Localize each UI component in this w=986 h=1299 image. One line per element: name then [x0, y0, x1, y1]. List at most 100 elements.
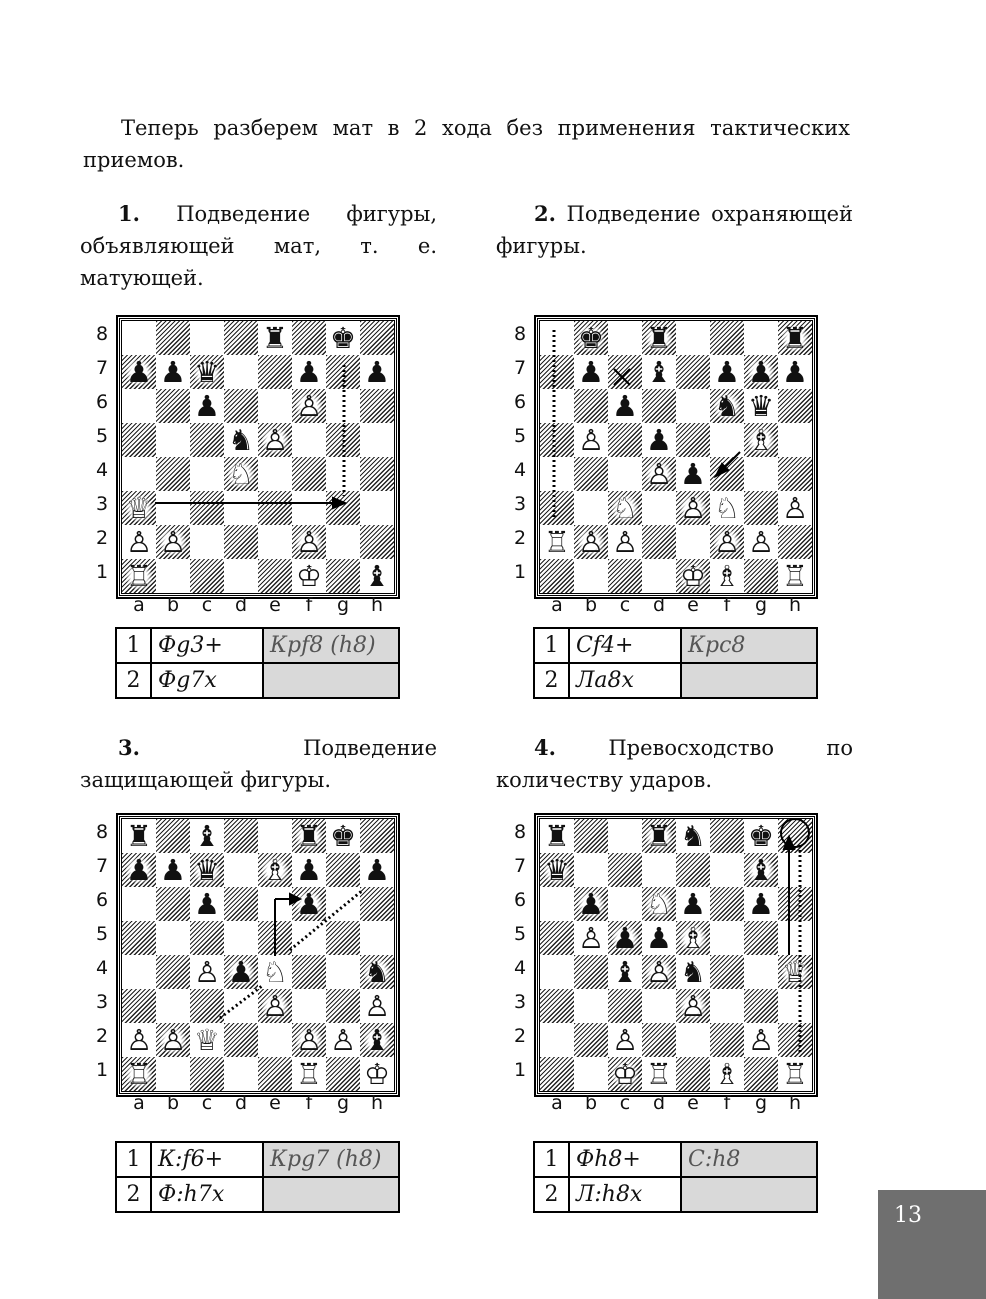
square-c5: ♟: [608, 921, 642, 955]
square-d1: [224, 1057, 258, 1091]
square-d6: [642, 389, 676, 423]
square-c6: [608, 887, 642, 921]
square-e3: ♙: [676, 491, 710, 525]
move-number: 1: [533, 1141, 570, 1178]
square-h4: ♕: [778, 955, 812, 989]
black-rook-icon: ♜: [544, 818, 570, 853]
square-b7: [574, 853, 608, 887]
square-h1: ♖: [778, 1057, 812, 1091]
rank-label: 6: [513, 391, 527, 413]
square-h4: [360, 457, 394, 491]
white-pawn-icon: ♙: [782, 490, 808, 525]
black-move: [262, 662, 400, 699]
rank-label: 6: [95, 391, 109, 413]
square-c4: ♝: [608, 955, 642, 989]
square-e6: ♟: [676, 887, 710, 921]
square-g7: ♝: [744, 853, 778, 887]
black-bishop-icon: ♝: [748, 852, 774, 887]
white-pawn-icon: ♙: [262, 422, 288, 457]
black-move: [262, 1176, 400, 1213]
square-g3: [744, 989, 778, 1023]
section-text: Подведение охраняющей фигуры.: [496, 202, 853, 258]
square-f5: [292, 921, 326, 955]
square-h2: [778, 525, 812, 559]
square-c1: ♔: [608, 1057, 642, 1091]
square-b4: [156, 457, 190, 491]
square-e8: [676, 321, 710, 355]
square-h6: [360, 389, 394, 423]
square-b2: ♙: [574, 525, 608, 559]
square-h7: ♟: [778, 355, 812, 389]
white-knight-icon: ♘: [646, 886, 672, 921]
black-pawn-icon: ♟: [748, 886, 774, 921]
square-e2: [676, 525, 710, 559]
square-d4: ♙: [642, 457, 676, 491]
black-move: С:h8: [680, 1141, 818, 1178]
square-b3: [156, 989, 190, 1023]
square-a8: [122, 321, 156, 355]
square-e1: [258, 1057, 292, 1091]
square-a6: [122, 389, 156, 423]
black-pawn-icon: ♟: [364, 852, 390, 887]
square-g6: ♛: [744, 389, 778, 423]
black-king-icon: ♚: [748, 818, 774, 853]
rank-label: 3: [95, 991, 109, 1013]
move-number: 2: [533, 1176, 570, 1213]
rank-label: 1: [513, 1059, 527, 1081]
rank-label: 4: [513, 957, 527, 979]
square-b6: [156, 887, 190, 921]
rank-label: 2: [95, 527, 109, 549]
square-c1: [190, 1057, 224, 1091]
rank-label: 8: [513, 323, 527, 345]
square-f4: [710, 955, 744, 989]
square-h2: [360, 525, 394, 559]
chess-diagram-3: ♜♝♜♚♟♟♛♗♟♟♟♟♙♟♘♞♙♙♙♙♕♙♙♝♖♖♔: [116, 813, 400, 1097]
black-move: Крс8: [680, 627, 818, 664]
rank-label: 1: [95, 561, 109, 583]
square-d4: ♘: [224, 457, 258, 491]
white-queen-icon: ♕: [782, 954, 808, 989]
section-number: 1.: [118, 201, 140, 226]
square-a2: ♖: [540, 525, 574, 559]
white-pawn-icon: ♙: [364, 988, 390, 1023]
white-bishop-icon: ♗: [748, 422, 774, 457]
file-label: f: [305, 594, 313, 616]
square-f7: ♟: [710, 355, 744, 389]
square-e2: [676, 1023, 710, 1057]
white-pawn-icon: ♙: [126, 1022, 152, 1057]
square-d3: [224, 989, 258, 1023]
square-a8: ♜: [540, 819, 574, 853]
white-pawn-icon: ♙: [194, 954, 220, 989]
square-b4: [156, 955, 190, 989]
square-g4: [326, 955, 360, 989]
square-e6: [258, 389, 292, 423]
square-d7: ♝: [642, 355, 676, 389]
square-d2: [224, 1023, 258, 1057]
page-number: 13: [894, 1203, 922, 1228]
square-g7: [326, 853, 360, 887]
square-g2: ♙: [744, 525, 778, 559]
file-label: b: [584, 1092, 598, 1114]
square-a2: [540, 1023, 574, 1057]
white-knight-icon: ♘: [228, 456, 254, 491]
black-pawn-icon: ♟: [714, 354, 740, 389]
square-b1: [574, 559, 608, 593]
square-f1: ♖: [292, 1057, 326, 1091]
square-h3: ♙: [778, 491, 812, 525]
page-number-box: 13: [878, 1190, 986, 1299]
file-label: b: [584, 594, 598, 616]
file-label: c: [619, 1092, 631, 1114]
square-b6: [156, 389, 190, 423]
square-e5: ♗: [676, 921, 710, 955]
square-b2: ♙: [156, 1023, 190, 1057]
square-d8: [224, 819, 258, 853]
chess-diagram-1: ♜♚♟♟♛♟♟♟♙♞♙♘♕♙♙♙♖♔♝: [116, 315, 400, 599]
square-a2: ♙: [122, 1023, 156, 1057]
file-label: d: [234, 594, 248, 616]
